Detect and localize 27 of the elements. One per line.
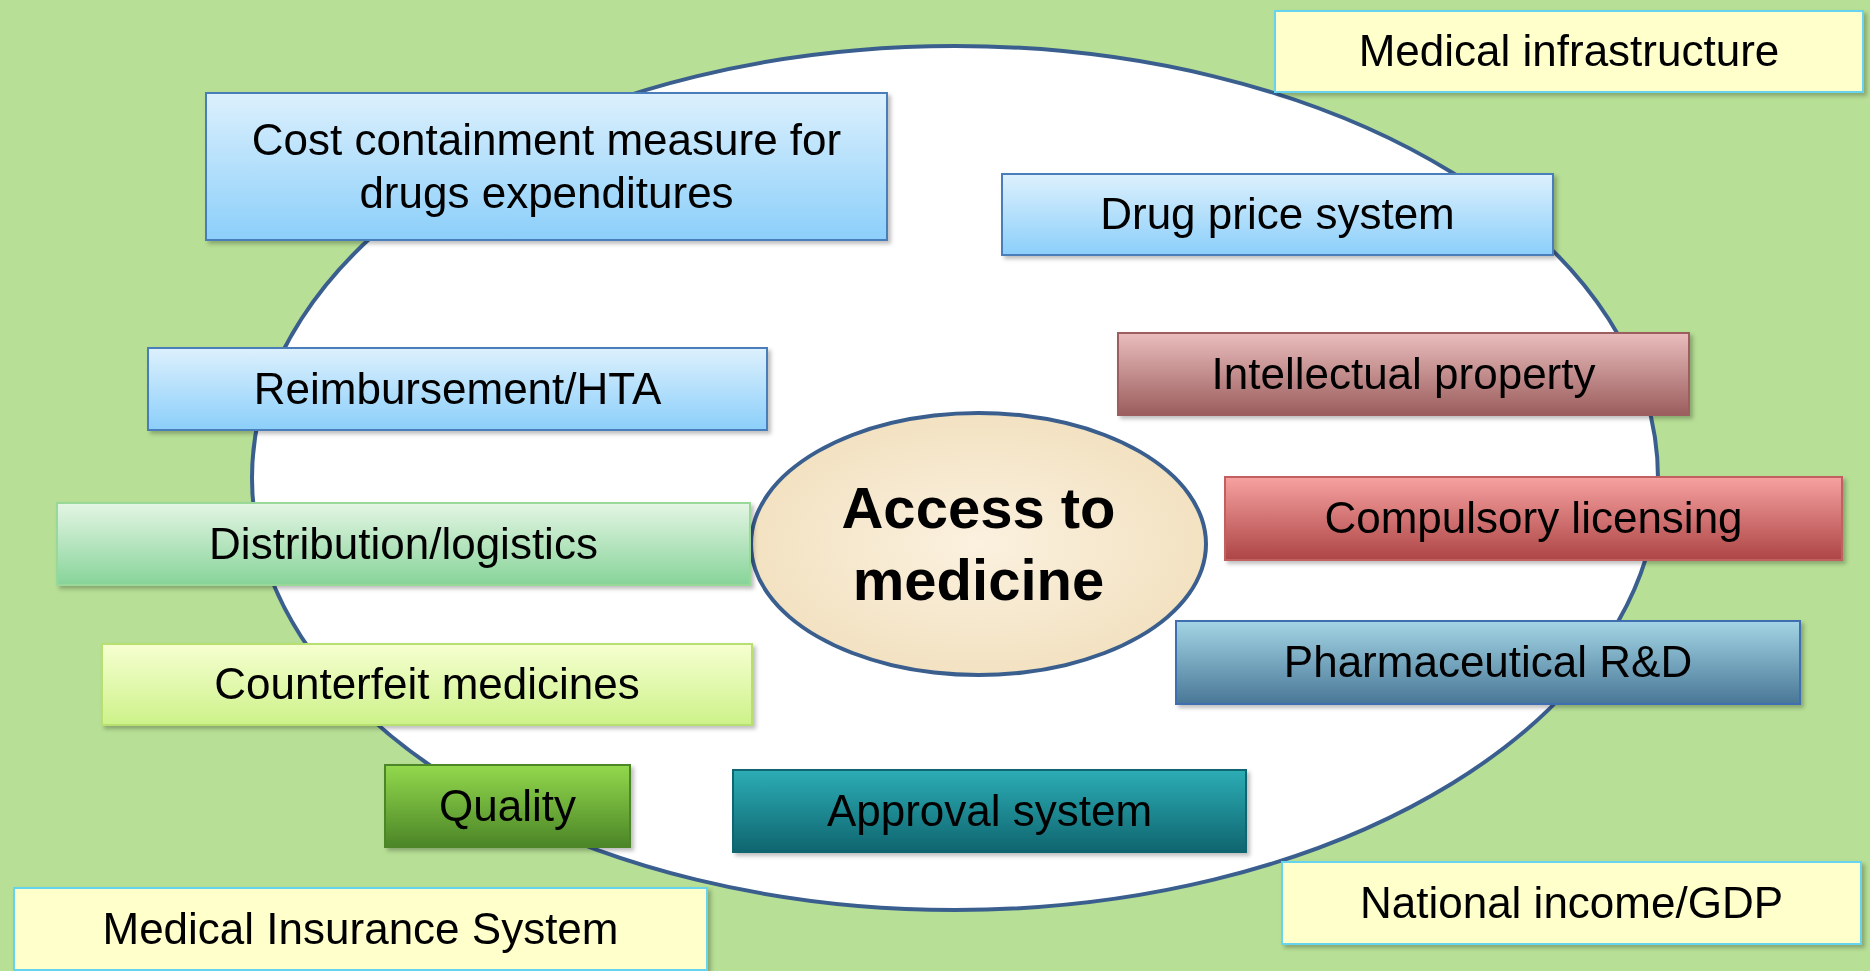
topic-label: Drug price system [1100, 188, 1455, 241]
topic-label: Approval system [826, 784, 1153, 837]
topic-box [1281, 861, 1862, 945]
topic-box [147, 347, 768, 431]
topic-box [101, 643, 753, 726]
topic-label: Cost containment measure for drugs expenditures [250, 113, 843, 219]
topic-box [1274, 10, 1864, 93]
topic-box [205, 92, 888, 241]
topic-box [13, 887, 708, 971]
topic-label: Compulsory licensing [1324, 492, 1743, 545]
topic-label: Counterfeit medicines [214, 658, 640, 711]
topic-label: Medical Insurance System [102, 902, 619, 955]
topic-label: Reimbursement/HTA [253, 362, 662, 415]
topic-label: National income/GDP [1359, 876, 1784, 929]
topic-label: Pharmaceutical R&D [1283, 636, 1693, 689]
topic-label: Distribution/logistics [209, 517, 598, 570]
topic-box [1001, 173, 1554, 256]
topic-box [1175, 620, 1801, 705]
topic-box [1117, 332, 1690, 416]
topic-box [732, 769, 1247, 853]
topic-label: Quality [439, 779, 576, 832]
topic-label: Intellectual property [1211, 347, 1596, 400]
topic-box [56, 502, 751, 586]
topic-label: Medical infrastructure [1358, 25, 1780, 78]
topic-box [1224, 476, 1843, 561]
topic-box [384, 764, 631, 848]
center-label: Access to medicine [840, 473, 1117, 614]
